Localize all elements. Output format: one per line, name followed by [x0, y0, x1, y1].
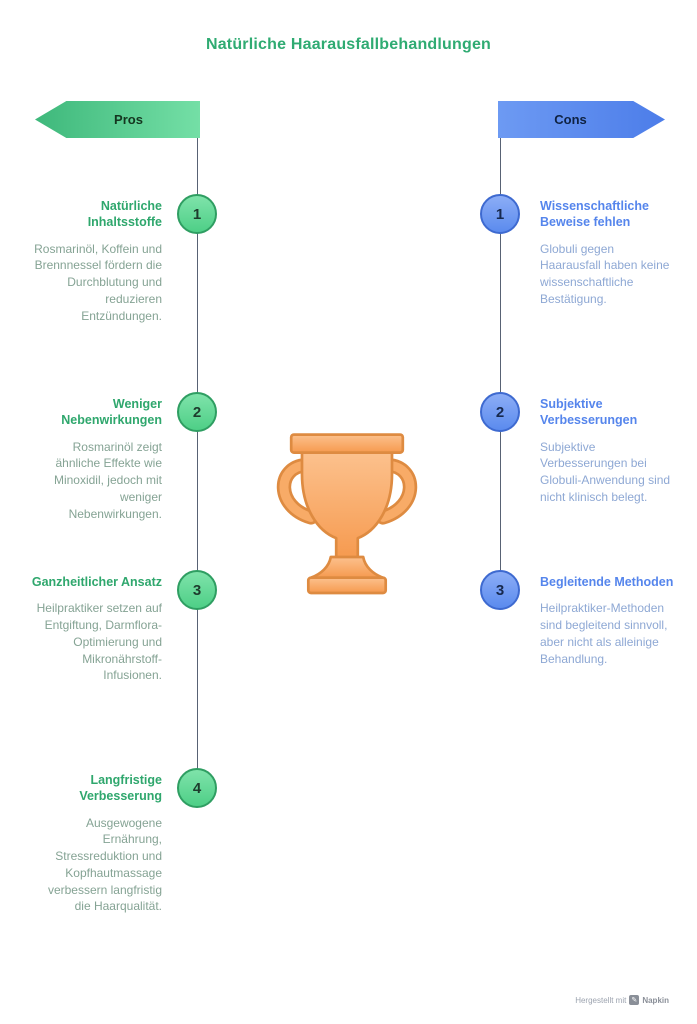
cons-node-1: 1 — [480, 194, 520, 234]
cons-item-2-heading: Subjektive Verbesserungen — [540, 397, 638, 428]
pros-connector-line — [197, 138, 198, 788]
pros-arrow-banner: Pros — [35, 101, 200, 138]
pros-item-4-body: Ausgewogene Ernährung, Stressreduktion u… — [47, 815, 162, 914]
cons-item-3-body: Heilpraktiker-Methoden sind begleitend s… — [540, 601, 668, 666]
pros-node-4-number: 4 — [192, 779, 202, 797]
cons-node-2: 2 — [480, 392, 520, 432]
watermark: Hergestellt mit ✎ Napkin — [575, 995, 669, 1005]
pros-node-1-number: 1 — [192, 205, 202, 223]
pros-item-2-body: Rosmarinöl zeigt ähnliche Effekte wie Mi… — [53, 439, 162, 521]
pros-item-2-heading: Weniger Nebenwirkungen — [61, 397, 162, 428]
pros-node-3: 3 — [177, 570, 217, 610]
cons-connector-line — [500, 138, 501, 590]
pros-item-3-heading: Ganzheitlicher Ansatz — [31, 575, 162, 589]
cons-item-1-body: Globuli gegen Haarausfall haben keine wi… — [540, 241, 670, 306]
pros-node-2: 2 — [177, 392, 217, 432]
cons-label: Cons — [554, 112, 587, 127]
cons-arrow-banner: Cons — [498, 101, 665, 138]
watermark-text: Hergestellt mit — [575, 995, 627, 1005]
cons-node-2-number: 2 — [495, 403, 505, 421]
cons-item-2: Subjektive Verbesserungen Subjektive Ver… — [540, 396, 678, 506]
cons-item-3: Begleitende Methoden Heilpraktiker-Metho… — [540, 574, 678, 667]
pros-node-3-number: 3 — [192, 581, 202, 599]
pros-item-1-heading: Natürliche Inhaltsstoffe — [87, 199, 162, 230]
cons-node-1-number: 1 — [495, 205, 505, 223]
pros-item-2: Weniger Nebenwirkungen Rosmarinöl zeigt … — [30, 396, 162, 522]
pros-item-3: Ganzheitlicher Ansatz Heilpraktiker setz… — [30, 574, 162, 684]
pros-item-1: Natürliche Inhaltsstoffe Rosmarinöl, Kof… — [30, 198, 162, 324]
trophy-icon — [257, 420, 437, 640]
pros-node-4: 4 — [177, 768, 217, 808]
pros-node-2-number: 2 — [192, 403, 202, 421]
cons-node-3: 3 — [480, 570, 520, 610]
pros-item-4-heading: Langfristige Verbesserung — [79, 773, 162, 804]
cons-item-2-body: Subjektive Verbesserungen bei Globuli-An… — [540, 439, 671, 504]
pros-item-4: Langfristige Verbesserung Ausgewogene Er… — [30, 772, 162, 915]
cons-item-1: Wissenschaftliche Beweise fehlen Globuli… — [540, 198, 678, 308]
cons-item-3-heading: Begleitende Methoden — [540, 575, 674, 589]
cons-node-3-number: 3 — [495, 581, 505, 599]
page-title: Natürliche Haarausfallbehandlungen — [205, 36, 492, 53]
pros-label: Pros — [114, 112, 143, 127]
watermark-brand: Napkin — [642, 995, 669, 1005]
pen-icon: ✎ — [629, 995, 640, 1005]
cons-item-1-heading: Wissenschaftliche Beweise fehlen — [540, 199, 649, 230]
pros-node-1: 1 — [177, 194, 217, 234]
pros-item-3-body: Heilpraktiker setzen auf Entgiftung, Dar… — [36, 601, 162, 683]
pros-item-1-body: Rosmarinöl, Koffein und Brennnessel förd… — [34, 241, 162, 323]
